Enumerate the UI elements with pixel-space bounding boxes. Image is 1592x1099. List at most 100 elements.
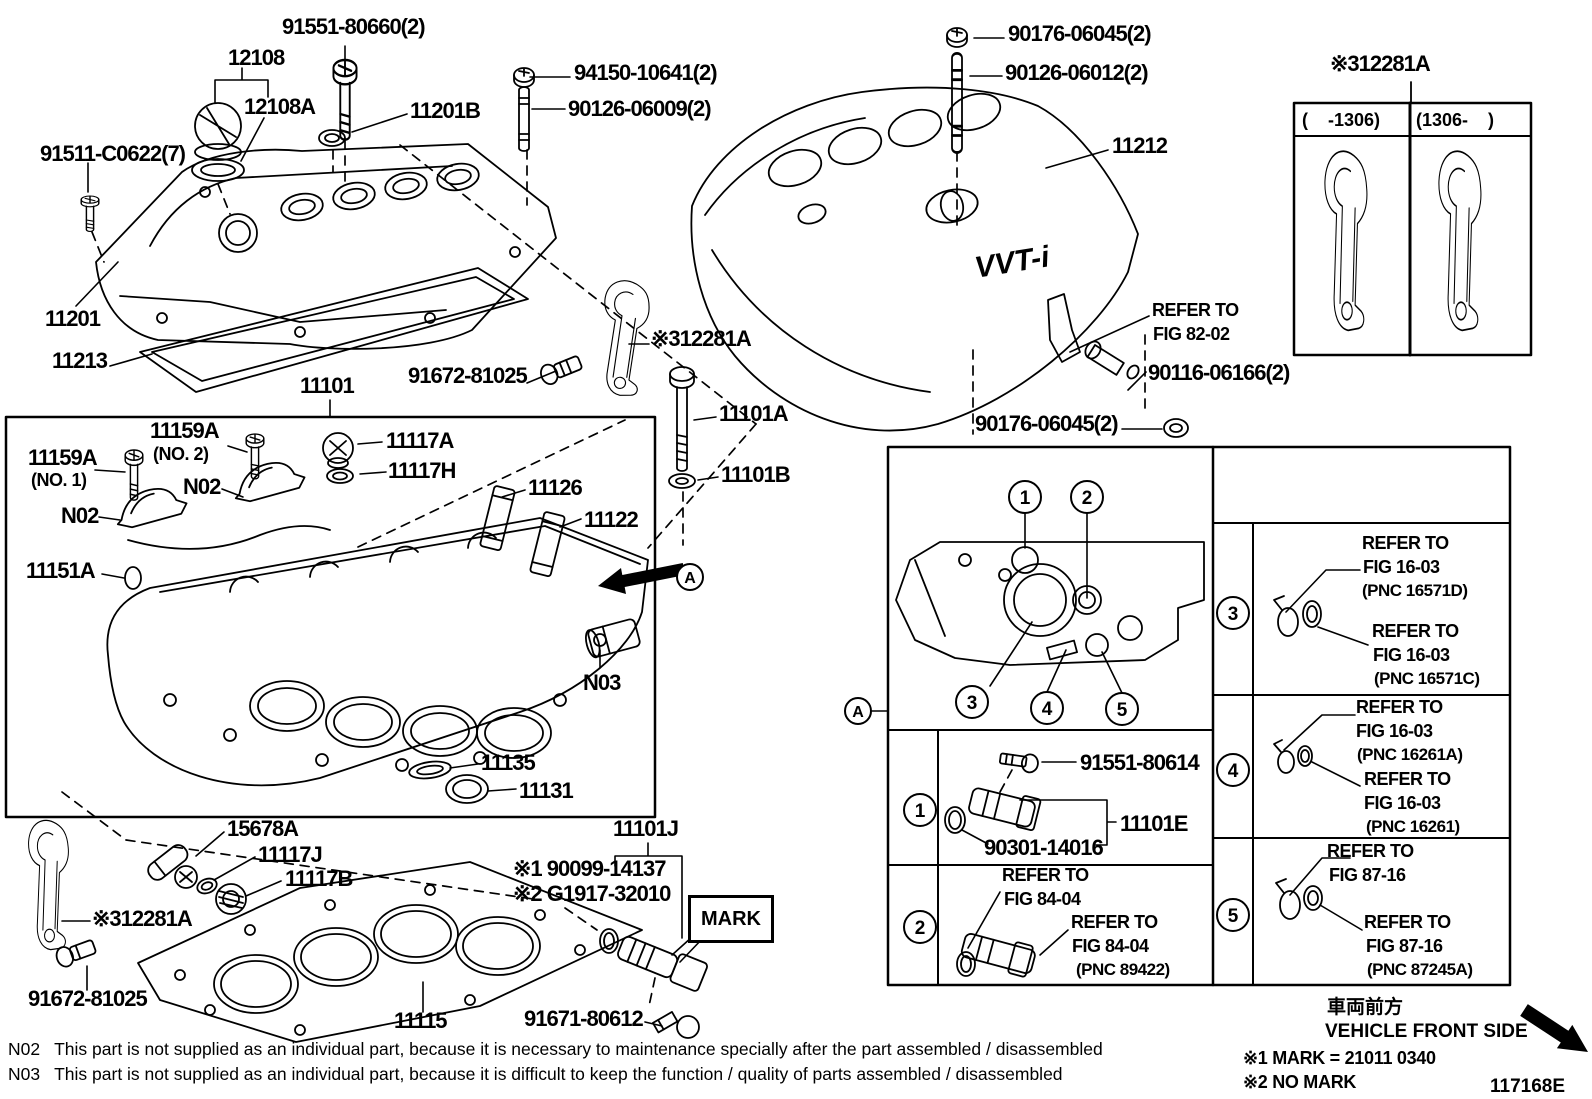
washer-90176-drawing (1163, 418, 1189, 438)
row3-refer2-line1: REFER TO (1372, 621, 1459, 641)
callout-2-diagram: 2 (1082, 488, 1093, 509)
callout-3-row: 3 (1228, 604, 1239, 625)
row2-parts-drawing (956, 933, 1036, 978)
row4-refer2-line1: REFER TO (1364, 769, 1451, 789)
part-label-90176-06045-lower: 90176-06045(2) (975, 411, 1119, 436)
row2-refer1-line2: FIG 84-04 (1004, 889, 1081, 909)
part-label-12108A: 12108A (244, 94, 316, 119)
part-label-N03: N03 (583, 670, 621, 695)
part-label-11131: 11131 (519, 778, 574, 803)
vehicle-front-arrow (1520, 1004, 1588, 1052)
vvti-logo: VVT-i (972, 240, 1052, 284)
hanger-hook-bottom-left-drawing (27, 819, 70, 951)
engine-cover-drawing (690, 86, 1139, 432)
plug-11117B-drawing (215, 883, 247, 915)
callout-1-row: 1 (915, 801, 926, 822)
part-label-N02-a: N02 (183, 474, 221, 499)
part-label-11212: 11212 (1112, 133, 1168, 158)
part-label-90301-14016: 90301-14016 (984, 835, 1104, 860)
row2-refer2-line1: REFER TO (1071, 912, 1158, 932)
row5-refer1-line1: REFER TO (1327, 841, 1414, 861)
seal-11131-drawing (445, 774, 489, 804)
row2-refer1-line1: REFER TO (1002, 865, 1089, 885)
part-label-11126: 11126 (528, 475, 583, 500)
gasket-11117J-drawing (196, 877, 218, 895)
plate-11135-drawing (408, 760, 452, 780)
part-label-90126-06012: 90126-06012(2) (1005, 60, 1149, 85)
mark-label: MARK (701, 907, 761, 930)
panel-head-side-view-drawing (895, 541, 1205, 666)
part-label-note1-90099: ※1 90099-14137 (513, 856, 666, 881)
part-label-91672-81025-middle: 91672-81025 (408, 363, 528, 388)
part-label-90116-06166: 90116-06166(2) (1148, 360, 1290, 385)
view-a-panel-marker: A (852, 704, 864, 721)
part-label-11201: 11201 (45, 306, 101, 331)
bolt-91672-middle-drawing (540, 355, 583, 386)
bolt-91551-80660-drawing (332, 58, 358, 141)
part-label-15678A: 15678A (227, 816, 299, 841)
main-parts-box (4, 415, 657, 819)
mark-callout-box: MARK (688, 895, 774, 943)
part-label-11159A-no2: 11159A (150, 418, 220, 443)
direction-arrow-A (598, 563, 686, 594)
row3-pnc-16571D: (PNC 16571D) (1362, 581, 1468, 600)
part-label-11159A-no1: 11159A (28, 445, 98, 470)
callout-4-diagram: 4 (1042, 699, 1053, 720)
footnote-n03-code: N03 (8, 1064, 41, 1084)
part-label-11101E: 11101E (1120, 811, 1188, 836)
leader-lines (61, 37, 1369, 1027)
dashed-lines (61, 139, 1146, 1007)
detail-panel-box (886, 445, 1512, 987)
part-label-94150-10641: 94150-10641(2) (574, 60, 718, 85)
nut-94150-drawing (513, 67, 535, 152)
view-a-marker: A (684, 570, 696, 587)
part-label-11117B: 11117B (285, 866, 353, 891)
part-label-11201B: 11201B (410, 98, 481, 123)
valve-15678A-drawing (147, 844, 198, 889)
bolt-91672-bottom-drawing (55, 939, 97, 968)
row4-pnc-16261: (PNC 16261) (1366, 817, 1460, 836)
refer-fig-82-02-line2: FIG 82-02 (1153, 324, 1230, 344)
part-label-11122: 11122 (584, 507, 639, 532)
part-label-no2-suffix: (NO. 2) (153, 444, 209, 464)
inset-table-box (1292, 81, 1533, 357)
part-label-no1-suffix: (NO. 1) (31, 470, 87, 490)
part-label-11101J: 11101J (613, 816, 679, 841)
guide-N03-drawing (585, 618, 641, 659)
camshaft-cap-drawings (114, 460, 331, 550)
mark-note-2: ※2 NO MARK (1243, 1072, 1357, 1092)
row1-parts-drawing (944, 752, 1042, 834)
part-label-90176-06045-top: 90176-06045(2) (1008, 21, 1152, 46)
part-label-91671-80612: 91671-80612 (524, 1006, 644, 1031)
part-label-91551-80614: 91551-80614 (1080, 750, 1200, 775)
mark-note-1: ※1 MARK = 21011 0340 (1243, 1048, 1436, 1068)
part-label-11117H: 11117H (388, 458, 456, 483)
valve-cover-drawing (95, 143, 557, 350)
callout-3-diagram: 3 (967, 693, 978, 714)
part-label-91511-C0622: 91511-C0622(7) (40, 141, 186, 166)
part-label-N02-b: N02 (61, 503, 99, 528)
part-label-11101B: 11101B (721, 462, 791, 487)
part-label-11135: 11135 (481, 750, 536, 775)
head-gasket-drawing (137, 861, 643, 1043)
row3-refer2-line2: FIG 16-03 (1373, 645, 1450, 665)
row2-refer2-line2: FIG 84-04 (1072, 936, 1149, 956)
part-label-12108: 12108 (228, 45, 285, 70)
washer-11201B-drawing (318, 129, 346, 147)
table-range-late: (1306- ) (1416, 110, 1495, 130)
part-label-12281A-middle: ※312281A (651, 326, 752, 351)
row5-parts-drawing (1275, 878, 1323, 920)
row5-refer1-line2: FIG 87-16 (1329, 865, 1406, 885)
row4-refer1-line1: REFER TO (1356, 697, 1443, 717)
row3-refer1-line2: FIG 16-03 (1363, 557, 1440, 577)
part-label-11117J: 11117J (258, 842, 323, 867)
part-label-11101: 11101 (300, 373, 355, 398)
gasket-11117H-drawing (326, 468, 354, 484)
camshaft-sensor-drawing (617, 935, 708, 992)
hanger-hook-middle-drawing (594, 278, 653, 398)
row3-parts-drawing (1273, 595, 1322, 637)
part-label-11213: 11213 (52, 348, 108, 373)
